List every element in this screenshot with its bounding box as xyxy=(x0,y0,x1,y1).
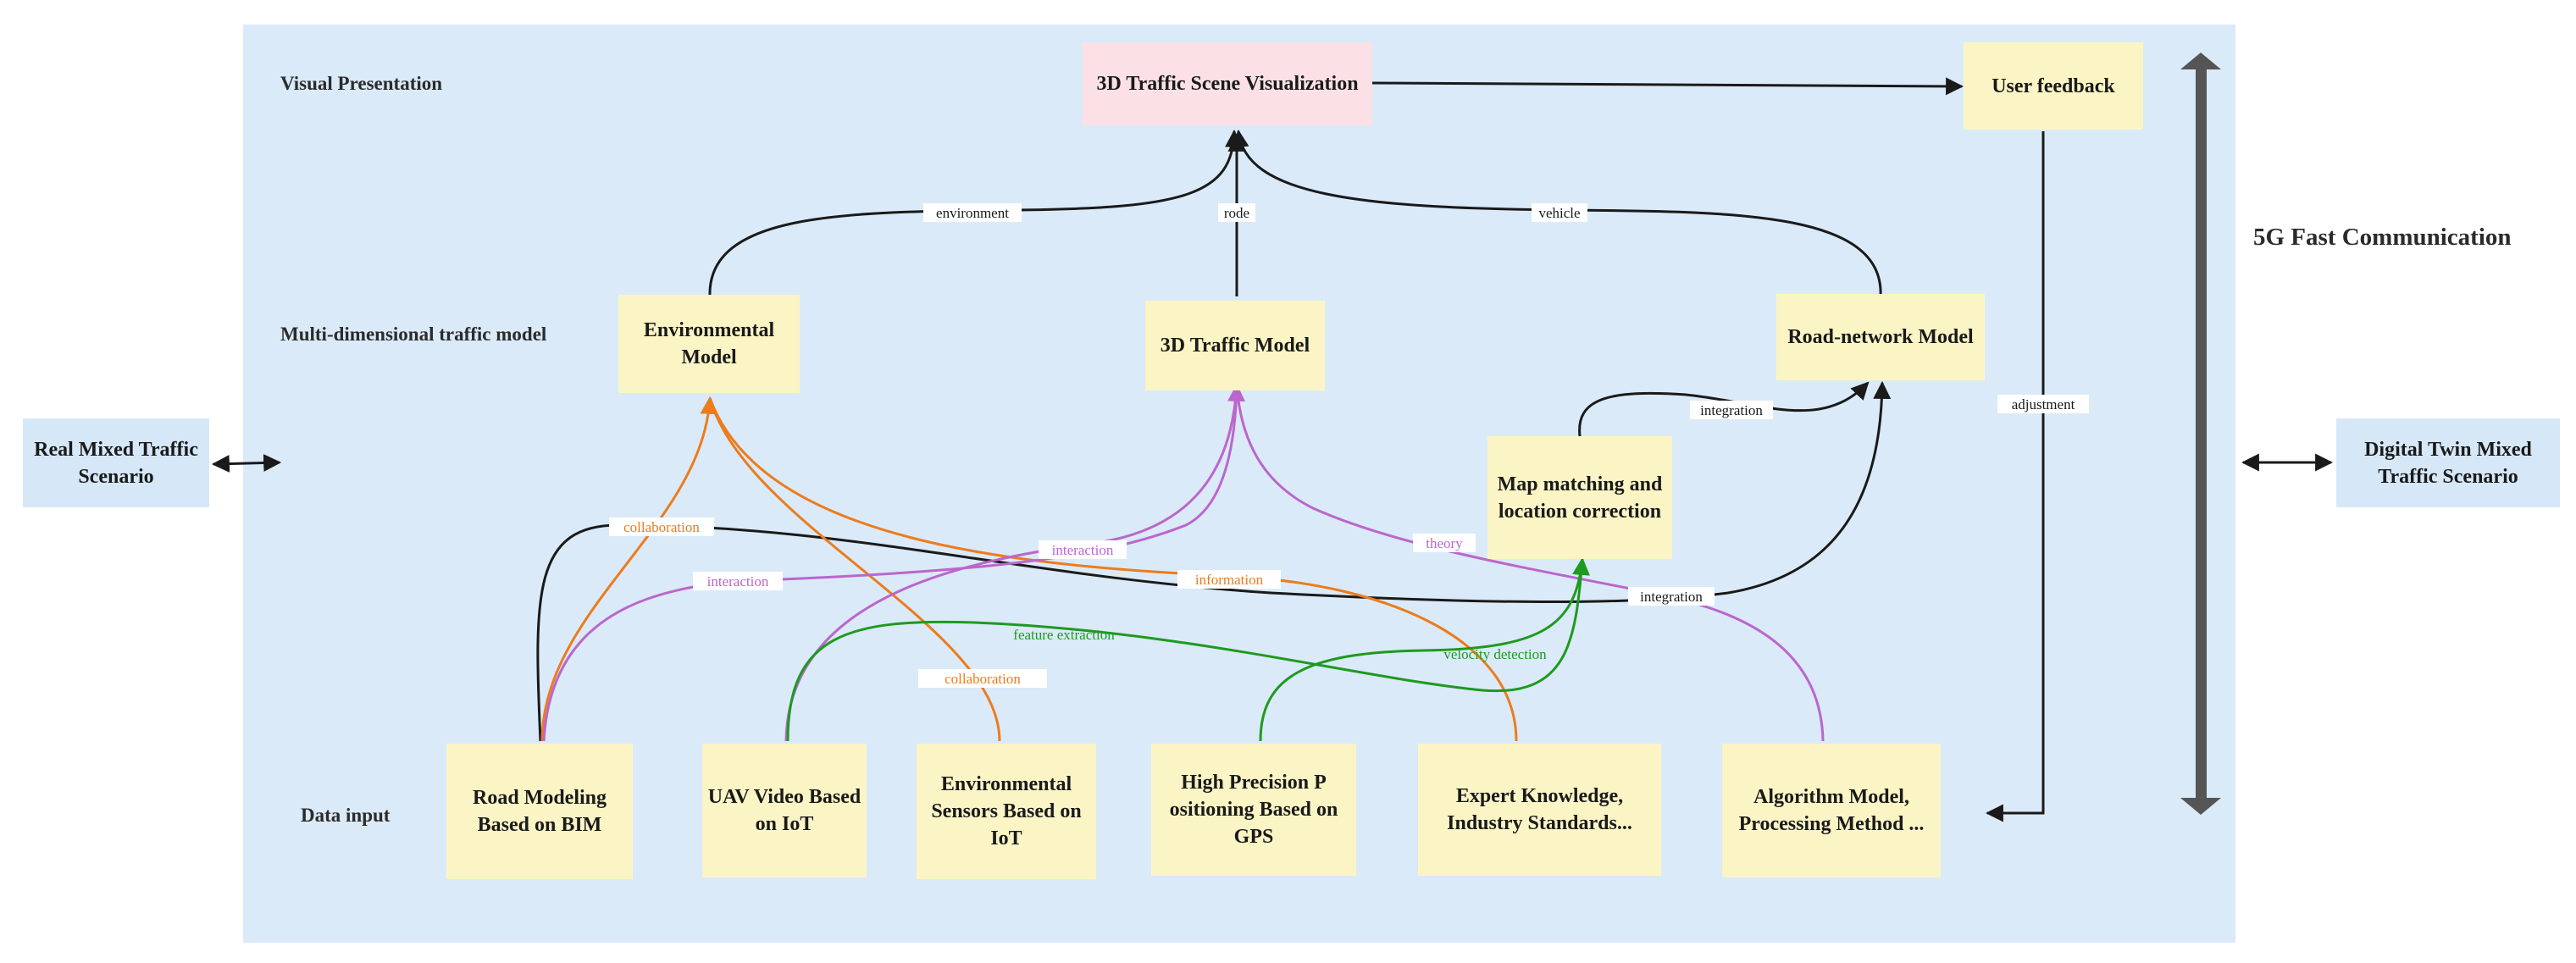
layer-label-model: Multi-dimensional traffic model xyxy=(280,324,547,345)
edge-interaction-bim xyxy=(542,383,1246,742)
label-vehicle: vehicle xyxy=(1538,205,1580,221)
edge-feature-extraction xyxy=(786,556,1590,742)
label-environment: environment xyxy=(936,205,1009,221)
label-collaboration-2: collaboration xyxy=(945,671,1021,687)
label-interaction-1: interaction xyxy=(1052,542,1114,558)
5g-communication-arrow xyxy=(2180,53,2221,815)
edge-collaboration-bim xyxy=(540,396,718,742)
node-map-matching: Map matching and location correction xyxy=(1487,436,1672,559)
layer-label-visual: Visual Presentation xyxy=(280,73,443,94)
label-adjustment: adjustment xyxy=(2012,396,2075,412)
edge-information xyxy=(708,397,1518,742)
label-theory: theory xyxy=(1426,535,1463,551)
5g-label: 5G Fast Communication xyxy=(2253,224,2512,251)
label-feature-extraction: feature extraction xyxy=(1013,627,1115,643)
layer-label-input: Data input xyxy=(301,805,391,826)
label-information: information xyxy=(1195,572,1264,588)
node-3d-visualization: 3D Traffic Scene Visualization xyxy=(1083,42,1372,125)
node-algorithm-model: Algorithm Model, Processing Method ... xyxy=(1722,744,1941,877)
label-collaboration-1: collaboration xyxy=(623,519,700,535)
node-road-network-model: Road-network Model xyxy=(1776,294,1985,380)
edge-theory xyxy=(1235,385,1825,742)
node-uav-video: UAV Video Based on IoT xyxy=(702,744,867,877)
label-rode: rode xyxy=(1224,205,1249,221)
label-integration-top: integration xyxy=(1700,402,1763,418)
node-environmental-model: Environmental Model xyxy=(618,295,800,393)
label-velocity-detection: velocity detection xyxy=(1443,646,1547,662)
edge-real-link xyxy=(211,453,282,473)
edge-adjustment xyxy=(1985,131,2045,822)
node-gps-positioning: High Precision P ositioning Based on GPS xyxy=(1151,744,1356,876)
node-road-modeling-bim: Road Modeling Based on BIM xyxy=(446,744,633,879)
edge-velocity-detection xyxy=(1259,558,1584,742)
edge-viz-feedback xyxy=(1371,77,1964,96)
node-user-feedback: User feedback xyxy=(1964,42,2143,130)
twin-scenario-box: Digital Twin Mixed Traffic Scenario xyxy=(2336,418,2560,507)
node-expert-knowledge: Expert Knowledge, Industry Standards... xyxy=(1418,744,1661,876)
edge-integration-bottom xyxy=(536,380,1892,742)
node-3d-traffic-model: 3D Traffic Model xyxy=(1145,301,1325,390)
label-integration-bottom: integration xyxy=(1640,589,1703,605)
label-interaction-2: interaction xyxy=(707,573,769,589)
node-environmental-sensors: Environmental Sensors Based on IoT xyxy=(917,744,1096,879)
real-scenario-box: Real Mixed Traffic Scenario xyxy=(23,418,209,507)
edge-integration-top xyxy=(1578,381,1870,437)
